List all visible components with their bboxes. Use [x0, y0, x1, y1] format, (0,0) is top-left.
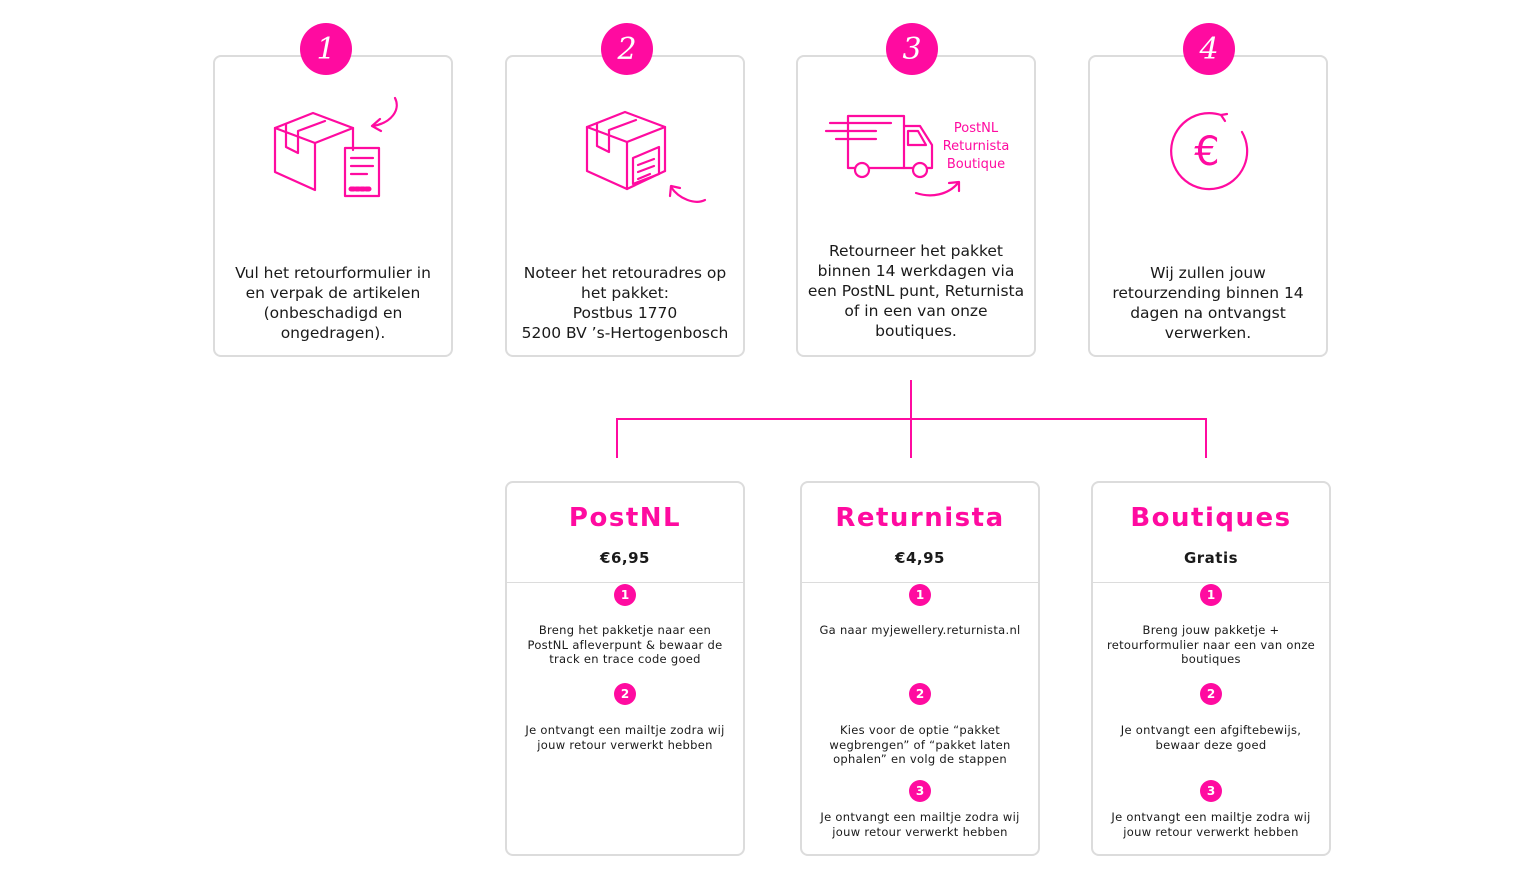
connector-left-drop: [616, 418, 618, 458]
option-step-text: Ga naar myjewellery.returnista.nl: [819, 623, 1021, 637]
step-card-3: [796, 55, 1036, 357]
option-step-text: Je ontvangt een mailtje zodra wij jouw r…: [820, 810, 1020, 839]
option-step-number: 3: [909, 780, 931, 802]
option-step-number: 1: [614, 584, 636, 606]
option-card-returnista: Returnista €4,95 1 Ga naar myjewellery.r…: [800, 481, 1040, 856]
step-number-4: 4: [1183, 23, 1235, 75]
option-price: €6,95: [600, 549, 650, 567]
option-step-number: 3: [1200, 780, 1222, 802]
option-card-postnl: PostNL €6,95 1 Breng het pakketje naar e…: [505, 481, 745, 856]
delivery-truck-icon: [796, 95, 1036, 209]
connector-right-drop: [1205, 418, 1207, 458]
option-title: Returnista: [835, 503, 1005, 533]
option-title: PostNL: [568, 503, 682, 533]
option-step-text: Breng het pakketje naar een PostNL aflev…: [527, 623, 723, 666]
option-card-boutiques: Boutiques Gratis 1 Breng jouw pakketje +…: [1091, 481, 1331, 856]
step-text-3: Retourneer het pakket binnen 14 werkdage…: [807, 242, 1025, 340]
connector-horizontal: [616, 418, 1207, 420]
step-number-3: 3: [886, 23, 938, 75]
svg-text:€: €: [1194, 129, 1219, 175]
divider: [507, 582, 743, 583]
step-card-2: [505, 55, 745, 357]
option-step-number: 2: [1200, 683, 1222, 705]
step-text-1: Vul het retourformulier in en verpak de …: [235, 264, 431, 342]
option-step-text: Breng jouw pakketje + retourformulier na…: [1106, 623, 1316, 666]
option-price: Gratis: [1183, 549, 1239, 567]
box-with-form-icon: [213, 95, 453, 209]
option-step-text: Kies voor de optie “pakket wegbrengen” o…: [829, 723, 1011, 766]
step-text-2: Noteer het retouradres op het pakket: Po…: [521, 264, 729, 342]
divider: [802, 582, 1038, 583]
option-title: Boutiques: [1130, 503, 1292, 533]
option-step-number: 1: [1200, 584, 1222, 606]
option-step-text: Je ontvangt een mailtje zodra wij jouw r…: [1111, 810, 1311, 839]
step-text-4: Wij zullen jouw retourzending binnen 14 …: [1112, 264, 1304, 342]
truck-destination-label: PostNL Returnista Boutique: [942, 121, 1010, 172]
option-step-text: Je ontvangt een mailtje zodra wij jouw r…: [525, 723, 725, 752]
option-step-number: 1: [909, 584, 931, 606]
divider: [1093, 582, 1329, 583]
step-number-1: 1: [300, 23, 352, 75]
option-step-number: 2: [909, 683, 931, 705]
step-number-2: 2: [601, 23, 653, 75]
euro-refund-icon: €: [1088, 95, 1328, 209]
step-card-1: [213, 55, 453, 357]
option-step-number: 2: [614, 683, 636, 705]
box-with-label-icon: [505, 95, 745, 209]
option-price: €4,95: [895, 549, 945, 567]
option-step-text: Je ontvangt een afgiftebewijs, bewaar de…: [1120, 723, 1302, 752]
